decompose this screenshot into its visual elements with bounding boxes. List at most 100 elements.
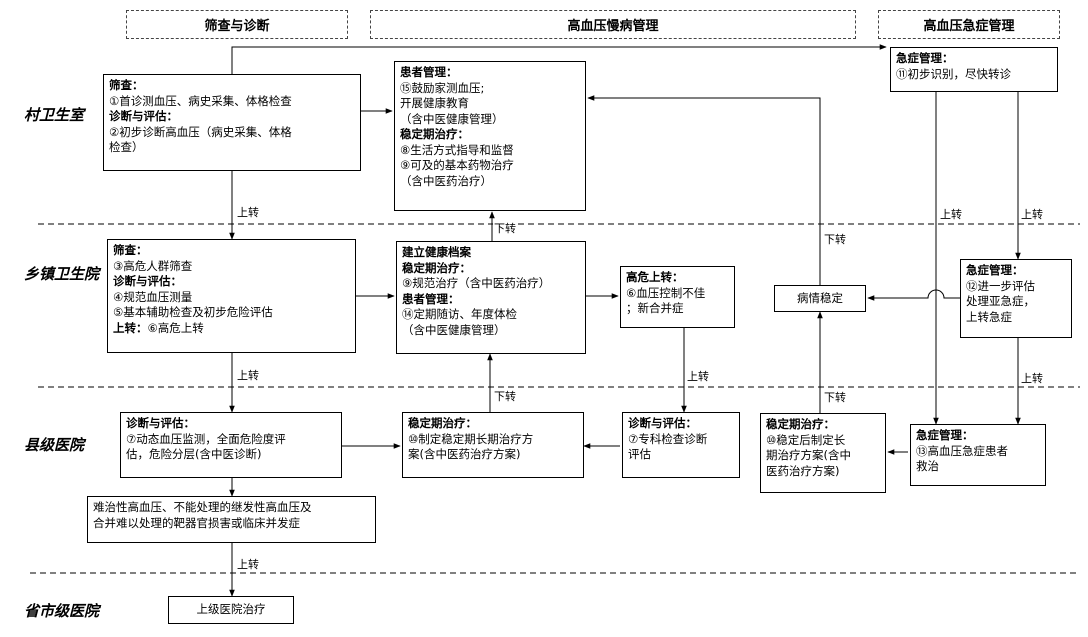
- box-village-chronic: 患者管理：⑮鼓励家测血压;开展健康教育（含中医健康管理）稳定期治疗：⑧生活方式指…: [394, 61, 586, 211]
- box-line: 稳定期治疗：: [402, 261, 580, 277]
- box-township-highrisk: 高危上转： ⑥血压控制不佳；新合并症: [620, 266, 735, 328]
- box-line-heading: 高危上转：: [626, 270, 684, 284]
- box-township-stable: 病情稳定: [774, 285, 866, 312]
- box-line: 筛查：: [109, 78, 355, 94]
- box-line: ⑪初步识别，尽快转诊: [896, 67, 1052, 83]
- box-line-heading: 诊断与评估：: [628, 416, 697, 430]
- box-township-emergency: 急症管理：⑫进一步评估处理亚急症，上转急症: [960, 259, 1072, 338]
- box-line: 高危上转：: [626, 270, 729, 286]
- box-line-heading: 患者管理：: [402, 291, 460, 306]
- edge-label-down: 下转: [823, 391, 847, 404]
- box-line-heading: 急症管理：: [896, 51, 954, 65]
- box-line: ⑭定期随访、年度体检: [402, 307, 580, 323]
- box-line-text: （含中医药治疗）: [400, 173, 492, 188]
- level-county: 县级医院: [24, 436, 85, 454]
- box-line: ⑦动态血压监测，全面危险度评: [126, 432, 336, 448]
- box-line-text: 处理亚急症，: [966, 294, 1035, 308]
- header-screening-label: 筛查与诊断: [204, 19, 270, 34]
- box-line: 期治疗方案(含中: [766, 448, 880, 464]
- box-line: 诊断与评估：: [113, 274, 350, 290]
- level-township: 乡镇卫生院: [24, 265, 100, 283]
- box-line-text: 合并难以处理的靶器官损害或临床并发症: [93, 515, 300, 530]
- box-line-heading: 急症管理：: [916, 428, 974, 442]
- box-line-text: ⑨可及的基本药物治疗: [400, 158, 514, 172]
- arrow-stable-to-village: [587, 95, 821, 285]
- box-line-text: 难治性高血压、不能处理的继发性高血压及: [93, 500, 312, 514]
- box-line: 诊断与评估：: [126, 416, 336, 432]
- box-line-text: ⑪初步识别，尽快转诊: [896, 66, 1011, 81]
- edge-label-down: 下转: [493, 390, 517, 403]
- box-line: ⑨可及的基本药物治疗: [400, 158, 580, 174]
- box-line: ⑩制定稳定期长期治疗方: [408, 432, 578, 448]
- box-line-text: ⑮鼓励家测血压;: [400, 80, 485, 95]
- box-line: ⑥血压控制不佳: [626, 286, 729, 302]
- box-line-text: 案(含中医药治疗方案): [408, 447, 521, 461]
- edge-label-up: 上转: [686, 370, 710, 383]
- box-line-text: 医药治疗方案): [766, 463, 840, 478]
- box-line-text: ⑤基本辅助检查及初步危险评估: [113, 305, 273, 319]
- box-village-emergency: 急症管理：⑪初步识别，尽快转诊: [890, 47, 1058, 92]
- arrow-village-to-emergency: [231, 44, 887, 74]
- box-line: 稳定期治疗：: [408, 416, 578, 432]
- arrow-township-em-stable: [867, 289, 960, 301]
- edge-label-down: 下转: [823, 233, 847, 246]
- box-line: 案(含中医药治疗方案): [408, 447, 578, 463]
- box-line-heading: 诊断与评估：: [126, 416, 195, 430]
- box-line-text: ③高危人群筛查: [113, 258, 193, 273]
- box-line: ⑤基本辅助检查及初步危险评估: [113, 305, 350, 321]
- box-line: ；新合并症: [626, 301, 729, 317]
- header-emergency-label: 高血压急症管理: [923, 19, 1015, 34]
- box-line-heading: 患者管理：: [400, 65, 458, 79]
- box-line-heading: 诊断与评估：: [113, 274, 182, 288]
- box-line: ⑦专科检查诊断: [628, 432, 734, 448]
- box-line: ②初步诊断高血压（病史采集、体格: [109, 125, 355, 141]
- header-chronic-label: 高血压慢病管理: [567, 19, 659, 34]
- box-line: ⑧生活方式指导和监督: [400, 143, 580, 159]
- box-line: 合并难以处理的靶器官损害或临床并发症: [93, 516, 370, 532]
- box-line: 医药治疗方案): [766, 464, 880, 480]
- box-county-stable-after: 稳定期治疗：⑩稳定后制定长期治疗方案(含中医药治疗方案): [760, 413, 886, 493]
- box-line-heading: 稳定期治疗：: [400, 127, 469, 141]
- box-line-text: ⑥高危上转: [147, 320, 204, 335]
- box-line-text: ；新合并症: [626, 301, 684, 315]
- box-line: （含中医药治疗）: [400, 174, 580, 190]
- box-line-text: ⑫进一步评估: [966, 278, 1035, 293]
- box-line: 处理亚急症，: [966, 294, 1066, 310]
- box-line-text: ⑭定期随访、年度体检: [402, 307, 517, 321]
- box-line: ④规范血压测量: [113, 290, 350, 306]
- box-line-text: （含中医健康管理）: [400, 111, 504, 126]
- box-township-chronic: 建立健康档案稳定期治疗：⑨规范治疗（含中医药治疗）患者管理：⑭定期随访、年度体检…: [396, 241, 586, 354]
- box-line-heading: 急症管理：: [966, 263, 1024, 277]
- box-line-text: ⑦专科检查诊断: [628, 431, 708, 446]
- box-county-specialist: 诊断与评估：⑦专科检查诊断评估: [622, 412, 740, 478]
- box-line: 患者管理：: [400, 65, 580, 81]
- box-line: 患者管理：: [402, 292, 580, 308]
- box-province-treatment: 上级医院治疗: [168, 596, 294, 624]
- box-line: 评估: [628, 447, 734, 463]
- header-screening: 筛查与诊断: [126, 10, 348, 39]
- box-line-heading: 诊断与评估：: [109, 109, 178, 123]
- edge-label-up: 上转: [1020, 372, 1044, 385]
- edge-label-up: 上转: [1020, 208, 1044, 221]
- box-line: （含中医健康管理）: [402, 323, 580, 339]
- box-line-text: ⑩稳定后制定长: [766, 432, 846, 447]
- box-line-text: ⑬高血压急症患者: [916, 443, 1008, 458]
- box-line-text: 开展健康教育: [400, 96, 469, 110]
- box-line: （含中医健康管理）: [400, 112, 580, 128]
- box-line: ⑨规范治疗（含中医药治疗）: [402, 276, 580, 292]
- box-line: 上转：⑥高危上转: [113, 321, 350, 337]
- box-line: ⑬高血压急症患者: [916, 444, 1040, 460]
- box-line: 救治: [916, 459, 1040, 475]
- level-village: 村卫生室: [24, 106, 85, 124]
- box-line-text: ⑧生活方式指导和监督: [400, 142, 514, 157]
- box-county-stable-plan: 稳定期治疗：⑩制定稳定期长期治疗方案(含中医药治疗方案): [402, 412, 584, 478]
- box-line: 诊断与评估：: [628, 416, 734, 432]
- box-line: 稳定期治疗：: [766, 417, 880, 433]
- box-line: 诊断与评估：: [109, 109, 355, 125]
- box-line-heading: 上转：: [113, 320, 148, 335]
- edge-label-up: 上转: [236, 369, 260, 382]
- box-line: ①首诊测血压、病史采集、体格检查: [109, 94, 355, 110]
- box-line: 估，危险分层(含中医诊断): [126, 447, 336, 463]
